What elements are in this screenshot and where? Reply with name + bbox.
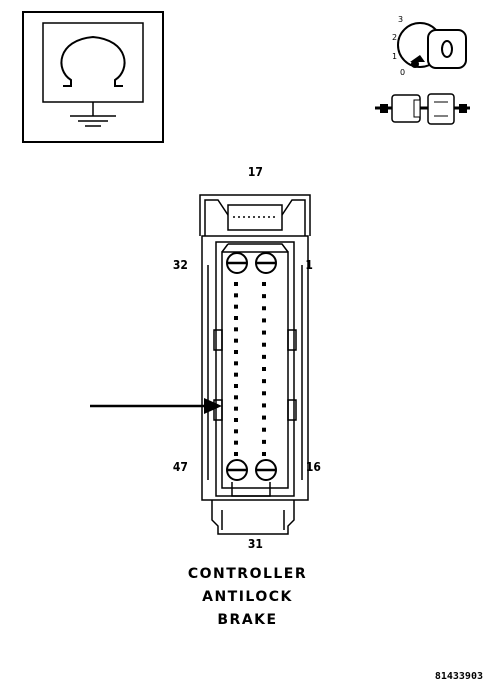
cavity-right-15	[262, 452, 266, 456]
cavity-left-6	[234, 338, 238, 343]
caption-line-2: ANTILOCK	[202, 589, 293, 605]
cavity-right-14	[262, 439, 266, 444]
cavity-right-5	[262, 330, 266, 335]
cavity-left-13	[234, 418, 238, 422]
cavity-left-11	[234, 395, 238, 400]
cavity-grid	[234, 282, 266, 456]
cavity-right-1	[262, 282, 266, 286]
cavity-left-16	[234, 452, 238, 456]
figure-id: 81433903	[434, 671, 483, 682]
cavity-left-7	[234, 350, 238, 354]
cavity-left-5	[234, 327, 238, 332]
key-pos-2: 2	[392, 33, 397, 42]
pin-label-top-right: 1	[305, 258, 313, 272]
cavity-right-4	[262, 318, 266, 323]
caption-line-1: CONTROLLER	[187, 566, 308, 582]
pointer-arrow	[90, 398, 222, 414]
pin-label-top-left: 32	[172, 258, 188, 272]
key-pos-3: 3	[398, 15, 403, 24]
cavity-left-4	[234, 316, 238, 320]
cavity-left-10	[234, 384, 238, 388]
cavity-left-14	[234, 429, 238, 434]
cavity-left-3	[234, 304, 238, 309]
cavity-left-2	[234, 293, 238, 298]
cavity-left-12	[234, 406, 238, 411]
key-pos-0: 0	[400, 68, 405, 77]
cavity-right-8	[262, 367, 266, 371]
cavity-left-15	[234, 440, 238, 445]
cavity-right-2	[262, 294, 266, 299]
cavity-right-12	[262, 415, 266, 420]
cavity-left-8	[234, 361, 238, 366]
pin-label-bottom-right: 16	[305, 460, 321, 474]
key-pos-1: 1	[392, 52, 397, 61]
cavity-right-3	[262, 306, 266, 311]
cavity-left-9	[234, 372, 238, 377]
cavity-right-7	[262, 354, 266, 359]
cavity-left-1	[234, 282, 238, 286]
cavity-right-11	[262, 403, 266, 408]
cavity-right-9	[262, 379, 266, 384]
caption-line-3: BRAKE	[217, 612, 278, 628]
cavity-right-13	[262, 427, 266, 432]
pin-label-bottom: 31	[247, 537, 263, 551]
cavity-right-6	[262, 342, 266, 347]
ground-symbol-frame	[22, 11, 164, 143]
pin-label-top: 17	[247, 165, 263, 179]
pin-label-bottom-left: 47	[172, 460, 188, 474]
cavity-right-10	[262, 391, 266, 396]
